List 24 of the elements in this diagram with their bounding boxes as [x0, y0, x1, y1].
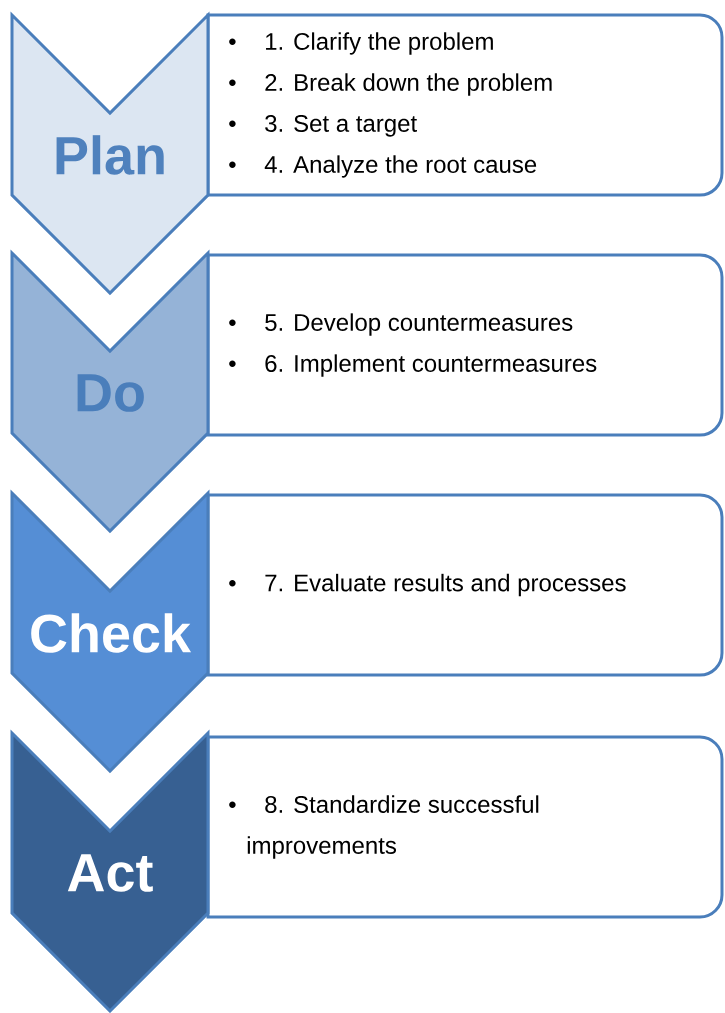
list-item: 6. Implement countermeasures: [265, 354, 597, 377]
bullet-mark: •: [229, 801, 236, 808]
bullet-mark: •: [229, 79, 236, 86]
text-box: [206, 493, 724, 677]
list-item: 1. Clarify the problem: [266, 32, 493, 55]
list-item: 7. Evaluate results and processes: [265, 573, 626, 597]
list-item: 4. Analyze the root cause: [264, 155, 537, 178]
bullet-mark: •: [229, 580, 236, 587]
text-box: [206, 13, 724, 197]
list-item: 3. Set a target: [265, 114, 417, 137]
list-item: 8. Standardize successful improvements: [247, 795, 539, 859]
bullet-mark: •: [229, 360, 236, 367]
text-box: [206, 735, 724, 919]
text-box: [206, 253, 724, 437]
stage-box: Check: [10, 489, 210, 774]
stage-box: Plan: [10, 11, 210, 296]
list-item: 2. Break down the problem: [265, 73, 552, 96]
stage-box: Act: [10, 729, 210, 1013]
bullet-mark: •: [229, 38, 236, 45]
list-item: 5. Develop countermeasures: [265, 313, 573, 336]
bullet-mark: •: [229, 120, 236, 127]
bullet-mark: •: [229, 161, 236, 168]
stage-box: Do: [10, 249, 210, 534]
bullet-mark: •: [229, 319, 236, 326]
